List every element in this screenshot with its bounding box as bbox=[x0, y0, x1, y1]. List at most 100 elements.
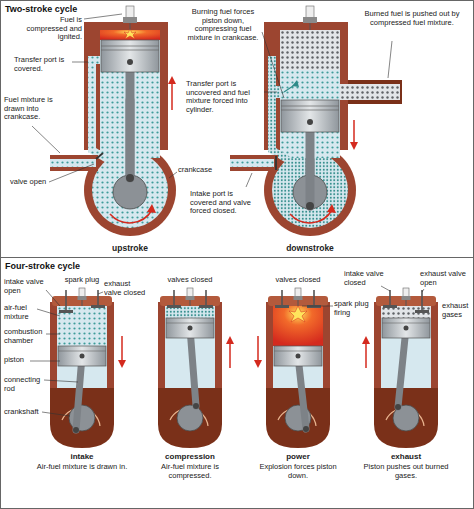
four-stroke-engine-exhaust-part bbox=[374, 288, 438, 448]
part-label: connecting rod bbox=[4, 376, 48, 393]
two-stroke-engine-upstroke-part bbox=[50, 155, 98, 171]
two-stroke-engine-downstroke-part bbox=[348, 84, 400, 100]
two-stroke-engine-upstroke-part bbox=[123, 17, 137, 23]
two-stroke-engine-upstroke-part bbox=[147, 204, 156, 213]
stroke-name: power bbox=[248, 452, 348, 461]
section-heading: Four-stroke cycle bbox=[5, 261, 80, 271]
two-stroke-engine-upstroke-part bbox=[96, 153, 103, 159]
two-stroke-engine-downstroke-part bbox=[292, 80, 299, 87]
leader-lines-part bbox=[72, 62, 88, 63]
part-label: exhaust valve open bbox=[420, 270, 470, 287]
callout-note: Burned fuel is pushed out by compressed … bbox=[360, 10, 464, 27]
part-label: intake valve open bbox=[4, 278, 48, 295]
callout-note: Transfer port is uncovered and fuel mixt… bbox=[186, 80, 264, 115]
four-stroke-engine-intake-part bbox=[97, 290, 99, 306]
four-stroke-engine-intake-part bbox=[59, 310, 73, 313]
four-stroke-engine-exhaust-part bbox=[389, 290, 391, 306]
leader-lines-part bbox=[37, 309, 60, 316]
stroke-name: intake bbox=[32, 452, 132, 461]
two-stroke-engine-upstroke-part bbox=[100, 30, 160, 40]
leader-lines-part bbox=[98, 292, 103, 294]
two-stroke-engine-downstroke-part bbox=[306, 122, 315, 206]
four-stroke-engine-power-part bbox=[275, 305, 289, 308]
part-label: spark plug bbox=[62, 276, 102, 285]
four-stroke-engine-intake-part bbox=[57, 306, 107, 346]
four-stroke-engine-power-part bbox=[273, 306, 323, 346]
four-stroke-engine-compression-part bbox=[199, 305, 213, 308]
two-stroke-engine-upstroke-part bbox=[126, 62, 135, 178]
leader-lines-part bbox=[30, 361, 60, 362]
four-stroke-engine-intake-part bbox=[76, 356, 82, 430]
four-stroke-engine-exhaust-part bbox=[415, 310, 429, 313]
part-label: exhaust valve closed bbox=[104, 280, 146, 297]
leader-lines-part bbox=[246, 173, 252, 187]
part-label: piston bbox=[4, 356, 48, 365]
callout-note: Burning fuel forces piston down, compres… bbox=[184, 8, 262, 43]
two-stroke-engine-upstroke-part bbox=[96, 56, 100, 64]
four-stroke-engine-compression-part bbox=[166, 323, 214, 324]
two-stroke-engine-downstroke-part bbox=[275, 156, 277, 170]
part-label: exhaust gases bbox=[442, 302, 471, 319]
leader-lines-part bbox=[44, 380, 78, 382]
four-stroke-engine-compression-part bbox=[193, 403, 199, 409]
leader-lines-part bbox=[262, 32, 284, 98]
two-stroke-engine-downstroke-part bbox=[230, 159, 274, 167]
two-stroke-engine-downstroke-part bbox=[281, 100, 339, 132]
two-stroke-engine-upstroke-part bbox=[124, 29, 136, 39]
two-stroke-engine-downstroke-part bbox=[310, 23, 311, 30]
part-label: crankshaft bbox=[4, 408, 48, 417]
two-stroke-engine-downstroke-part bbox=[327, 204, 336, 213]
four-stroke-engine-exhaust-part bbox=[382, 323, 430, 324]
two-stroke-engine-upstroke-part bbox=[130, 23, 131, 30]
stroke-name: compression bbox=[140, 452, 240, 461]
stroke-description: Piston pushes out burned gases. bbox=[358, 463, 454, 480]
two-stroke-engine-upstroke-part bbox=[113, 175, 147, 209]
two-stroke-engine-upstroke-part bbox=[168, 76, 176, 84]
four-stroke-engine-intake bbox=[50, 288, 126, 448]
two-stroke-engine-upstroke-part bbox=[101, 46, 159, 47]
leader-lines-part bbox=[46, 334, 60, 335]
four-stroke-engine-power-part bbox=[257, 336, 259, 362]
four-stroke-engine-power-part bbox=[274, 351, 322, 352]
stroke-name: exhaust bbox=[356, 452, 456, 461]
two-stroke-engine-downstroke-part bbox=[307, 119, 313, 125]
four-stroke-engine-power-part bbox=[303, 426, 309, 432]
four-stroke-engine-exhaust-part bbox=[382, 318, 430, 338]
four-stroke-engine-compression-part bbox=[166, 318, 214, 338]
four-stroke-engine-compression-part bbox=[190, 328, 196, 406]
two-stroke-engine-downstroke-part bbox=[230, 155, 278, 171]
callout-note: Fuel mixture is drawn into crankcase. bbox=[4, 96, 60, 122]
four-stroke-engine-exhaust-part bbox=[421, 290, 423, 310]
four-stroke-engine-power-part bbox=[296, 354, 301, 359]
stroke-description: Explosion forces piston down. bbox=[250, 463, 346, 480]
two-stroke-engine-upstroke-part bbox=[110, 210, 152, 223]
four-stroke-engine-exhaust-part bbox=[395, 404, 401, 410]
two-stroke-engine-upstroke-part bbox=[126, 174, 134, 182]
four-stroke-engine-exhaust-part bbox=[398, 328, 406, 407]
four-stroke-engine-intake-part bbox=[80, 354, 85, 359]
two-stroke-engine-downstroke-part bbox=[272, 152, 348, 228]
part-label: intake valve closed bbox=[344, 270, 388, 287]
stroke-name: upstroke bbox=[80, 244, 180, 254]
two-stroke-engine-downstroke-part bbox=[348, 80, 402, 104]
four-stroke-engine-exhaust-part bbox=[362, 336, 370, 344]
four-stroke-engine-intake-part bbox=[58, 351, 106, 352]
four-stroke-engine-power-part bbox=[289, 306, 307, 322]
callout-note: Intake port is covered and valve forced … bbox=[190, 190, 254, 216]
part-label: valve open bbox=[10, 178, 50, 187]
leader-lines-part bbox=[46, 290, 60, 306]
four-stroke-engine-power-part bbox=[313, 290, 315, 306]
leader-lines-part bbox=[264, 92, 277, 93]
four-stroke-engine-intake-part bbox=[73, 427, 79, 433]
leader-lines-part bbox=[422, 289, 424, 292]
two-stroke-engine-upstroke-part bbox=[126, 6, 134, 18]
two-stroke-engine-upstroke-part bbox=[101, 50, 159, 51]
four-stroke-engine-exhaust-part bbox=[383, 305, 397, 308]
four-stroke-engine-compression-part bbox=[165, 306, 215, 318]
four-stroke-engine-compression-part bbox=[173, 290, 175, 306]
four-stroke-engine-compression-part bbox=[226, 336, 234, 344]
four-stroke-engine-compression-part bbox=[188, 326, 193, 331]
four-stroke-engine-power-part bbox=[298, 356, 306, 429]
four-stroke-engine-compression-part bbox=[167, 305, 181, 308]
